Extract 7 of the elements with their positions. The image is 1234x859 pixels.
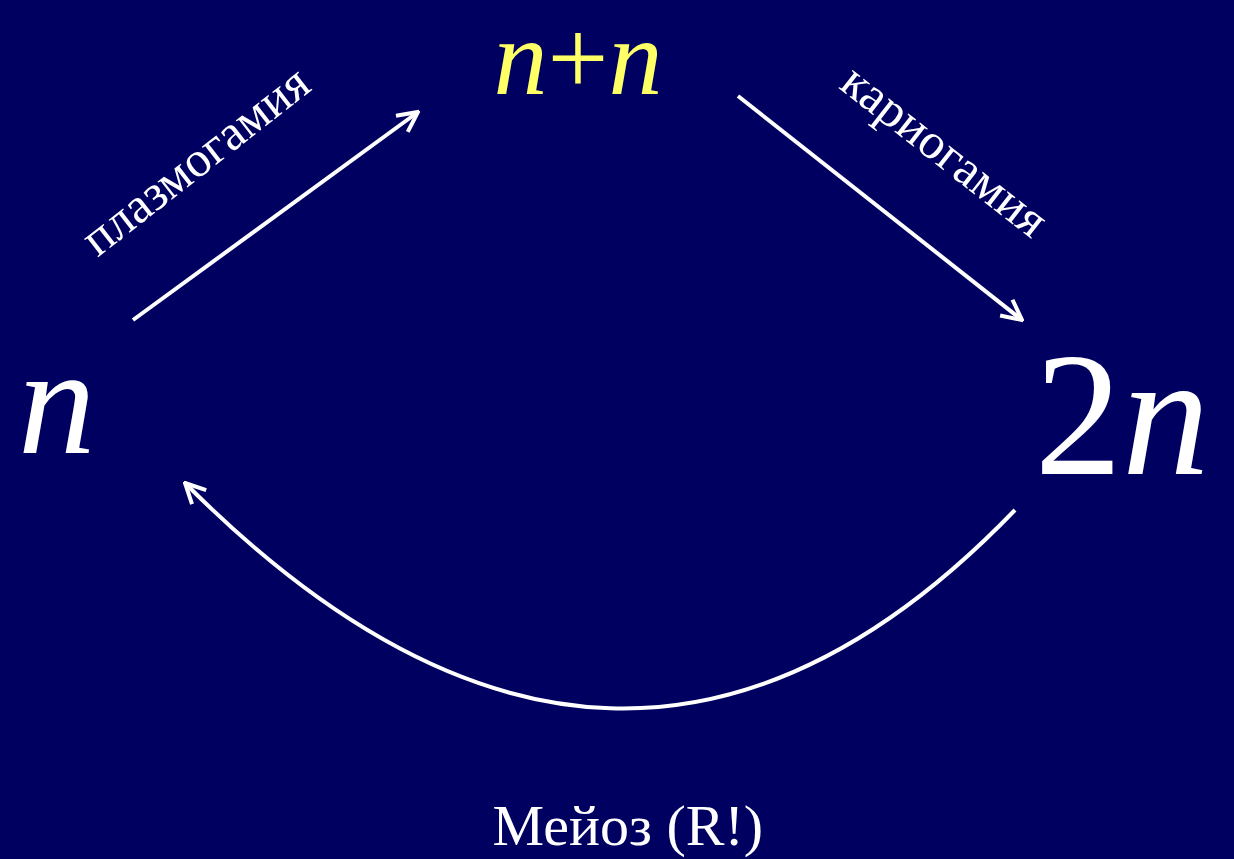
ploidy-label: n+n bbox=[418, 4, 738, 112]
ploidy-label: n bbox=[10, 320, 185, 483]
ploidy-label: 2n bbox=[1010, 320, 1234, 510]
arrow bbox=[131, 110, 420, 322]
edge-label: Мейоз (R!) bbox=[492, 797, 764, 855]
arrow bbox=[183, 481, 1017, 711]
arrow bbox=[736, 94, 1024, 322]
